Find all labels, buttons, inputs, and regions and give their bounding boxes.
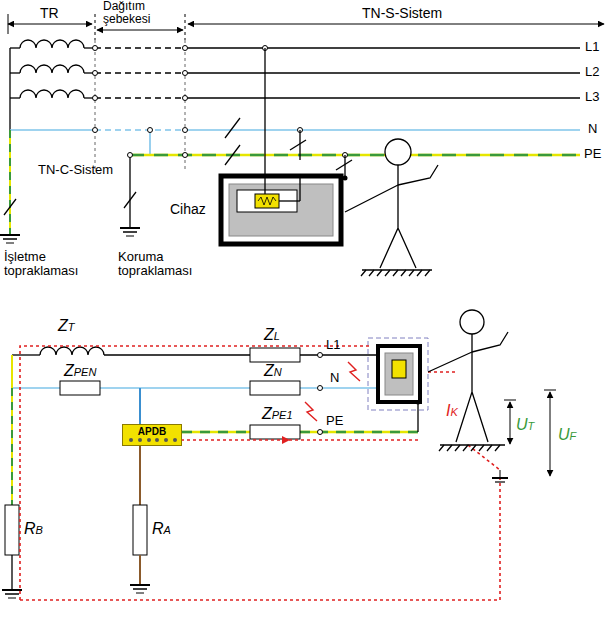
voltage-label: UT (516, 416, 534, 434)
section-label: TN-S-Sistem (362, 6, 442, 21)
line-name: L2 (585, 65, 599, 79)
resistor-label: RA (152, 520, 171, 538)
line-name: L1 (585, 40, 599, 54)
section-label: TR (40, 6, 59, 21)
voltage-label: UF (558, 426, 576, 444)
terminal-dot (173, 438, 177, 442)
terminal-block: APDB (122, 424, 182, 446)
impedance-label: ZPEN (64, 362, 96, 380)
device-label: Cihaz (170, 201, 206, 217)
line-name: N (588, 122, 597, 136)
terminal-dot (155, 438, 159, 442)
terminal-dot (164, 438, 168, 442)
section-label: Dağıtım şebekesi (103, 0, 183, 26)
device-box: Cihaz (220, 175, 342, 245)
earthing-label: Koruma topraklaması (118, 250, 228, 279)
line-name: L3 (585, 90, 599, 104)
impedance-label: ZT (58, 317, 75, 335)
line-name: PE (584, 147, 601, 161)
terminal-dot (138, 438, 142, 442)
current-label: IK (446, 402, 458, 420)
terminal-dot (147, 438, 151, 442)
impedance-label: ZL (264, 326, 280, 344)
impedance-label: ZN (264, 362, 282, 380)
line-name: PE (326, 414, 343, 428)
terminal-label: APDB (138, 426, 166, 437)
resistor-label: RB (24, 520, 43, 538)
impedance-label: ZPE1 (262, 405, 293, 423)
line-name: N (330, 371, 339, 385)
system-label: TN-C-Sistem (38, 163, 113, 177)
earthing-label: İşletme topraklaması (4, 250, 114, 279)
line-name: L1 (326, 338, 340, 352)
terminal-dot (129, 438, 133, 442)
